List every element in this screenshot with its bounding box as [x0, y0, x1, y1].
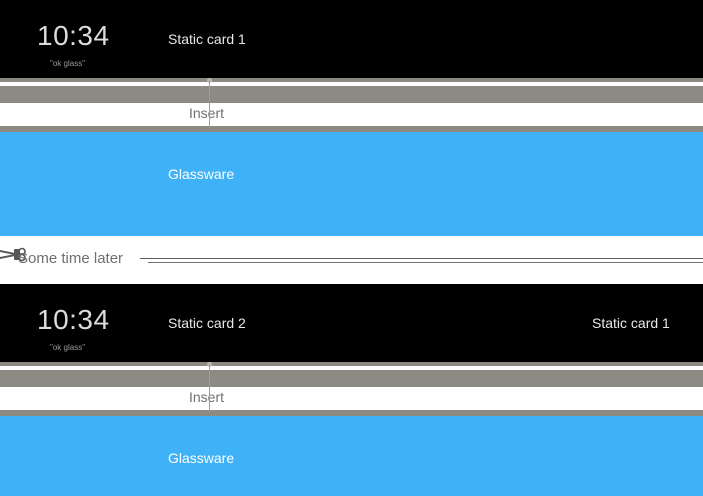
insert-label-after: Insert [189, 389, 225, 405]
insert-row-after [0, 387, 703, 410]
timeline-rail-top-before [0, 78, 703, 82]
insert-pointer-before [209, 80, 210, 128]
cut-line-lower [148, 262, 703, 263]
timeline-bar-lower-after [0, 410, 703, 416]
glassware-edge-left-after [0, 410, 124, 416]
glassware-card-before [0, 132, 703, 236]
clock-before: 10:34 [37, 20, 110, 51]
insert-row-before [0, 103, 703, 126]
glass-screen-before [0, 0, 703, 78]
glassware-label-after: Glassware [168, 450, 235, 466]
timeline-rail-top-after [0, 362, 703, 366]
timeline-bar-before [0, 86, 703, 103]
time-divider-label: Some time later [18, 250, 124, 267]
rail-highlight-after [0, 366, 180, 368]
insert-label-before: Insert [189, 105, 225, 121]
rail-gap-before [0, 82, 703, 86]
static-card-1-before: Static card 1 [168, 31, 246, 47]
rail-gap-after [0, 366, 703, 370]
glassware-edge-left-before [0, 126, 124, 132]
clock-after: 10:34 [37, 304, 110, 335]
scissors-icon [0, 245, 26, 263]
time-divider: Some time later [0, 240, 703, 282]
voice-prompt-after: "ok glass" [50, 343, 86, 352]
static-card-2-after: Static card 2 [168, 315, 246, 331]
glassware-card-after [0, 416, 703, 496]
voice-prompt-before: "ok glass" [50, 59, 86, 68]
cut-line-upper [140, 258, 703, 259]
glassware-label-before: Glassware [168, 166, 235, 182]
glass-screen-after [0, 284, 703, 362]
insert-pointer-after [209, 364, 210, 412]
static-card-1-after: Static card 1 [592, 315, 670, 331]
rail-highlight-before [0, 82, 180, 84]
timeline-bar-lower-before [0, 126, 703, 132]
timeline-bar-after [0, 370, 703, 387]
